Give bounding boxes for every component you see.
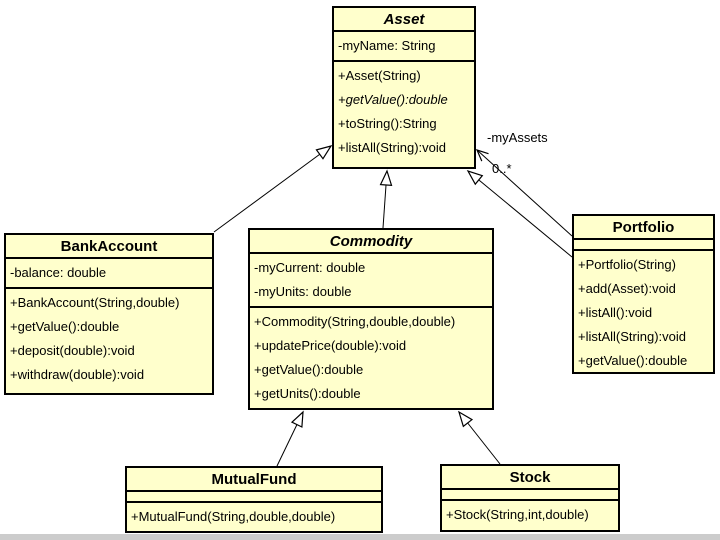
attribute: -myName: String (338, 38, 436, 53)
methods-stock: +Stock(String,int,double) (442, 501, 618, 530)
method-abstract: +getValue():double (338, 92, 448, 107)
attributes-asset: -myName: String (334, 32, 474, 62)
attributes-stock (442, 490, 618, 501)
method: +listAll():void (578, 305, 653, 320)
class-box-bankaccount: BankAccount -balance: double +BankAccoun… (4, 233, 214, 395)
generalization-mutualfund-commodity (276, 410, 304, 467)
method: +deposit(double):void (10, 343, 135, 358)
attributes-portfolio (574, 240, 713, 251)
association-role-label: -myAssets (487, 130, 548, 145)
association-portfolio-asset (475, 149, 573, 237)
class-name-commodity: Commodity (250, 230, 492, 254)
method: +Commodity(String,double,double) (254, 314, 456, 329)
method: +updatePrice(double):void (254, 338, 407, 353)
attributes-commodity: -myCurrent: double -myUnits: double (250, 254, 492, 308)
method: +Stock(String,int,double) (446, 507, 589, 522)
attribute: -myUnits: double (254, 284, 352, 299)
bottom-edge-strip (0, 534, 720, 540)
class-name-asset: Asset (334, 8, 474, 32)
method: +Portfolio(String) (578, 257, 676, 272)
class-name-mutualfund: MutualFund (127, 468, 381, 492)
class-box-stock: Stock +Stock(String,int,double) (440, 464, 620, 532)
method: +getUnits():double (254, 386, 361, 401)
method: +getValue():double (10, 319, 120, 334)
method: +getValue():double (254, 362, 364, 377)
class-box-mutualfund: MutualFund +MutualFund(String,double,dou… (125, 466, 383, 533)
generalization-stock-commodity (457, 410, 501, 465)
methods-mutualfund: +MutualFund(String,double,double) (127, 503, 381, 531)
method: +listAll(String):void (578, 329, 687, 344)
attributes-mutualfund (127, 492, 381, 503)
generalization-portfolio-asset (466, 169, 573, 258)
class-box-portfolio: Portfolio +Portfolio(String) +add(Asset)… (572, 214, 715, 374)
method: +listAll(String):void (338, 140, 447, 155)
class-box-asset: Asset -myName: String +Asset(String) +ge… (332, 6, 476, 169)
association-multiplicity-label: 0..* (492, 161, 512, 176)
method: +MutualFund(String,double,double) (131, 509, 336, 524)
attribute: -myCurrent: double (254, 260, 366, 275)
class-box-commodity: Commodity -myCurrent: double -myUnits: d… (248, 228, 494, 410)
methods-asset: +Asset(String) +getValue():double +toStr… (334, 62, 474, 167)
class-name-portfolio: Portfolio (574, 216, 713, 240)
generalization-commodity-asset (379, 169, 393, 229)
attributes-bankaccount: -balance: double (6, 259, 212, 289)
method: +getValue():double (578, 353, 688, 368)
methods-bankaccount: +BankAccount(String,double) +getValue():… (6, 289, 212, 393)
class-name-stock: Stock (442, 466, 618, 490)
generalization-bankaccount-asset (213, 145, 333, 233)
methods-commodity: +Commodity(String,double,double) +update… (250, 308, 492, 408)
method: +BankAccount(String,double) (10, 295, 180, 310)
method: +Asset(String) (338, 68, 421, 83)
class-name-bankaccount: BankAccount (6, 235, 212, 259)
method: +withdraw(double):void (10, 367, 145, 382)
attribute: -balance: double (10, 265, 107, 280)
method: +toString():String (338, 116, 437, 131)
method: +add(Asset):void (578, 281, 676, 296)
methods-portfolio: +Portfolio(String) +add(Asset):void +lis… (574, 251, 713, 372)
